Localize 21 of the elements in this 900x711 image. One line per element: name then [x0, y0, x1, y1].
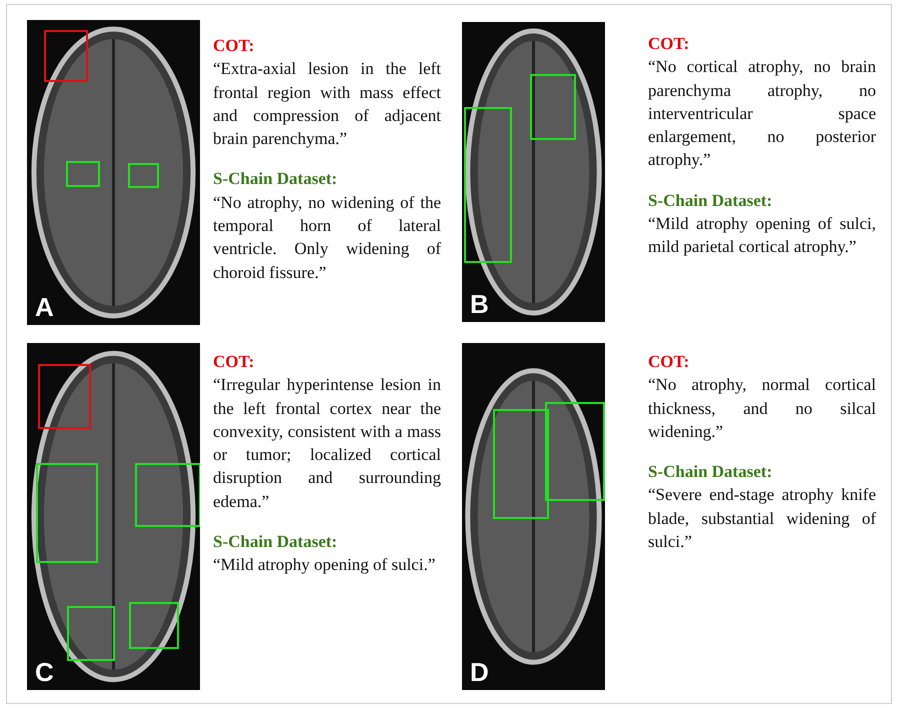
source-heading: S-Chain Dataset: — [213, 531, 338, 554]
source-heading: COT: — [648, 351, 690, 373]
report-quote: “Severe end-stage atrophy knife blade, substantial widening of sulci.” — [648, 484, 876, 554]
report-quote: “Irregular hyperintense lesion in the left frontal cortex near the convexity, consistent with a mass or tumor; localized cortical disruption and surrounding edema.” — [213, 374, 441, 513]
source-heading: S-Chain Dataset: — [213, 168, 338, 190]
source-heading: COT: — [213, 351, 256, 373]
panel-letter: B — [470, 290, 489, 318]
source-heading: S-Chain Dataset: — [648, 190, 774, 212]
source-heading: S-Chain Dataset: — [648, 461, 774, 484]
source-heading: COT: — [213, 35, 256, 57]
panel-letter: C — [35, 658, 54, 686]
source-heading: COT: — [648, 33, 690, 55]
panel-letter: D — [470, 658, 489, 686]
report-quote: “No cortical atrophy, no brain parenchyma atrophy, no interventricular space enlargement, no posterior atrophy.” — [648, 56, 876, 172]
report-quote: “Extra-axial lesion in the left frontal region with mass effect and compression of adjacent brain parenchyma.” — [213, 58, 441, 150]
panel-letter: A — [35, 293, 54, 321]
report-quote: “Mild atrophy opening of sulci.” — [213, 554, 436, 576]
report-quote: “No atrophy, no widening of the temporal horn of lateral ventricle. Only widening of choroid fissure.” — [213, 192, 441, 284]
report-quote: “No atrophy, normal cortical thickness, and no silcal widening.” — [648, 374, 876, 443]
report-quote: “Mild atrophy opening of sulci, mild parietal cortical atrophy.” — [648, 213, 876, 258]
mri-scan-image — [462, 343, 605, 690]
